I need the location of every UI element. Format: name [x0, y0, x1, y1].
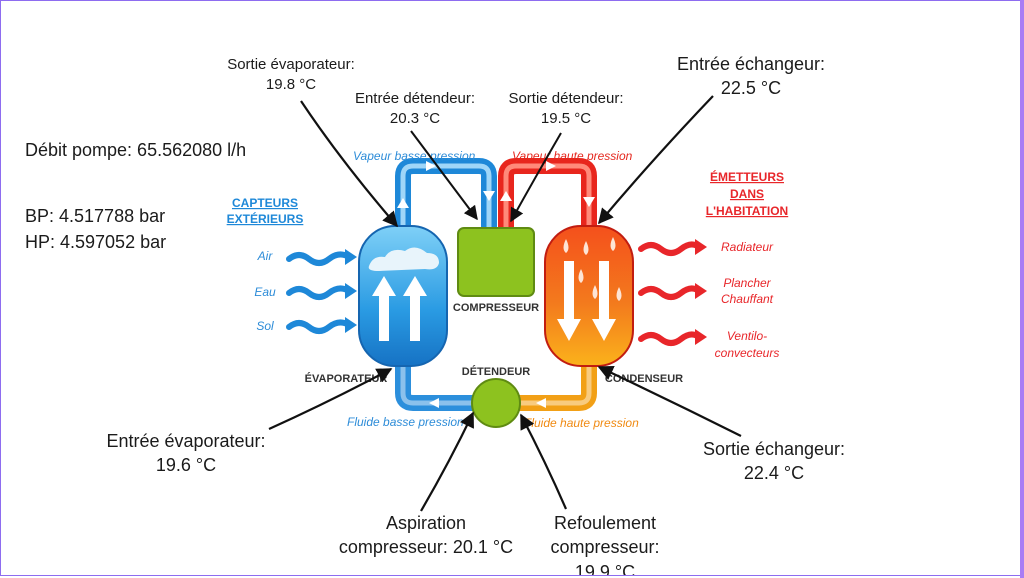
annotation-label: Sortie échangeur:	[702, 439, 846, 459]
annotation-value: 22.5 °C	[720, 78, 782, 99]
flow-arrow-icon	[429, 398, 439, 408]
label-condenseur: CONDENSEUR	[605, 373, 683, 385]
label-radiateur: Radiateur	[721, 240, 774, 254]
annotation-label: Sortie détendeur:	[508, 90, 624, 107]
label-vapeur-hp: Vapeur haute pression	[512, 149, 633, 163]
annotation-value: 19.5 °C	[540, 110, 592, 128]
detendeur-circle	[471, 378, 521, 428]
drop-icon	[616, 287, 622, 301]
cloud-icon	[368, 247, 439, 271]
arrow-head-icon	[345, 249, 357, 265]
arrow-head-icon	[695, 283, 707, 299]
annotation-sortie-echangeur: Sortie échangeur: 22.4 °C	[689, 437, 859, 486]
label-detendeur: DÉTENDEUR	[462, 365, 531, 378]
annotation-sortie-evaporateur: Sortie évaporateur: 19.8 °C	[211, 55, 371, 96]
flow-arrow-icon	[397, 198, 409, 208]
label-sol: Sol	[256, 319, 274, 333]
label-fluide-hp: Fluide haute pression	[524, 416, 639, 430]
annotation-aspiration-compresseur: Aspiration compresseur: 20.1 °C	[326, 511, 526, 560]
annotation-label: Entrée détendeur:	[354, 90, 476, 107]
label-plancher: Plancher	[723, 276, 771, 290]
arrow-head-icon	[695, 239, 707, 255]
drop-icon	[578, 269, 584, 283]
annotation-label: Sortie évaporateur:	[227, 56, 355, 73]
sol-wave-arrow-icon	[286, 319, 352, 334]
label-compresseur: COMPRESSEUR	[453, 302, 539, 314]
label-ventilo: Ventilo-	[727, 329, 767, 343]
label-air: Air	[257, 249, 274, 263]
window-edge	[1020, 0, 1024, 578]
arrow-head-icon	[345, 283, 357, 299]
drop-icon	[592, 285, 598, 299]
up-arrow-icon	[372, 276, 396, 341]
drop-icon	[583, 241, 589, 255]
flow-arrow-icon	[483, 191, 495, 201]
annotation-value: 22.4 °C	[743, 463, 805, 484]
label-habitation: L'HABITATION	[706, 204, 788, 218]
flow-arrow-icon	[536, 398, 546, 408]
label-fluide-bp: Fluide basse pression	[347, 415, 464, 429]
label-chauffant: Chauffant	[721, 292, 774, 306]
label-capteurs: CAPTEURS	[232, 196, 298, 210]
annotation-value: compresseur: 20.1 °C	[338, 537, 514, 558]
label-vapeur-bp: Vapeur basse pression	[353, 149, 476, 163]
annotation-value: 19.8 °C	[265, 76, 317, 94]
hp-reading: HP: 4.597052 bar	[25, 232, 167, 252]
annotation-entree-echangeur: Entrée échangeur: 22.5 °C	[661, 52, 841, 101]
leader-entree-detendeur	[410, 130, 478, 221]
label-eau: Eau	[254, 285, 276, 299]
up-arrow-icon	[403, 276, 427, 341]
annotation-entree-detendeur: Entrée détendeur: 20.3 °C	[339, 89, 491, 130]
down-arrow-icon	[592, 261, 616, 341]
leader-sortie-echangeur	[597, 365, 742, 437]
drop-icon	[610, 237, 616, 251]
label-exterieurs: EXTÉRIEURS	[227, 211, 304, 226]
annotation-label: Entrée évaporateur:	[106, 431, 266, 451]
pipe-vapeur-bp-inner	[400, 163, 492, 233]
radiateur-wave-arrow-icon	[638, 241, 702, 256]
eau-wave-arrow-icon	[286, 285, 352, 300]
annotation-label: Aspiration	[385, 513, 467, 533]
leader-refoulement	[520, 413, 568, 510]
pipe-vapeur-hp	[498, 158, 597, 233]
flow-arrow-icon	[546, 161, 556, 171]
annotation-sortie-detendeur: Sortie détendeur: 19.5 °C	[491, 89, 641, 130]
flow-arrow-icon	[583, 197, 595, 207]
air-wave-arrow-icon	[286, 251, 352, 266]
label-dans: DANS	[730, 187, 764, 201]
leader-sortie-detendeur	[510, 132, 562, 223]
drop-icon	[563, 239, 569, 253]
annotation-refoulement-compresseur: Refoulement compresseur: 19.9 °C	[535, 511, 675, 576]
label-convecteurs: convecteurs	[715, 346, 780, 360]
bp-reading: BP: 4.517788 bar	[25, 206, 166, 226]
annotation-entree-evaporateur: Entrée évaporateur: 19.6 °C	[91, 429, 281, 478]
ventilo-wave-arrow-icon	[638, 331, 702, 346]
leader-sortie-evaporateur	[300, 100, 399, 228]
label-emetteurs: ÉMETTEURS	[710, 169, 784, 184]
annotation-label: Entrée échangeur:	[676, 54, 826, 74]
annotation-value: 19.6 °C	[155, 455, 217, 476]
annotation-value: compresseur:	[550, 537, 660, 558]
flow-arrow-icon	[426, 161, 436, 171]
arrow-head-icon	[695, 329, 707, 345]
debit-pompe-reading: Débit pompe: 65.562080 l/h	[25, 140, 247, 160]
annotation-label: Refoulement	[553, 513, 657, 533]
compresseur-box	[457, 227, 535, 297]
leader-entree-evaporateur	[268, 368, 393, 431]
annotation-value: 20.3 °C	[389, 110, 441, 128]
plancher-wave-arrow-icon	[638, 285, 702, 300]
flow-arrow-icon	[500, 191, 512, 201]
pipe-vapeur-hp-inner	[503, 163, 592, 233]
leader-entree-echangeur	[598, 95, 714, 225]
down-arrow-icon	[557, 261, 581, 341]
leader-aspiration	[420, 411, 474, 512]
annotation-value-cut: 19.9 °C	[574, 561, 636, 576]
arrow-head-icon	[345, 317, 357, 333]
